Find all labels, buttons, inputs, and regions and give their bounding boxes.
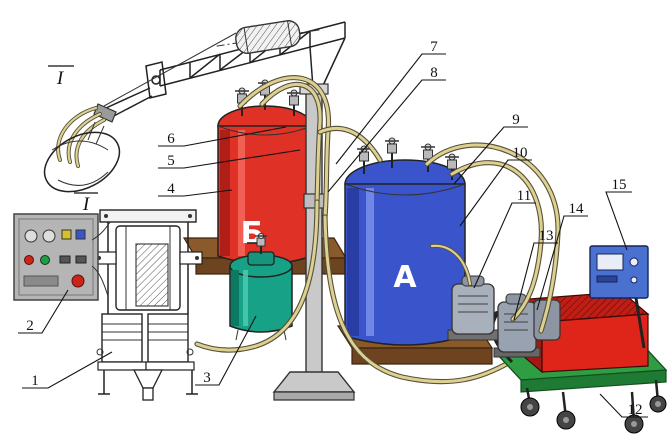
leader-1 — [22, 351, 113, 389]
tank-a-letter: A — [393, 260, 417, 295]
hose-runs-right — [424, 142, 561, 334]
remote-panel-knob-2 — [630, 276, 638, 284]
tank-a-highlight — [366, 188, 374, 336]
platform-right-front — [351, 347, 493, 365]
indicator-blue — [75, 229, 86, 240]
component-tank-b: Б — [217, 79, 313, 265]
part-label-7: 7 — [430, 39, 438, 55]
leader-9 — [453, 126, 528, 185]
remote-panel-slot — [596, 275, 618, 283]
leader-7 — [335, 53, 446, 165]
leader-15 — [605, 191, 632, 251]
boom-truss — [103, 20, 346, 119]
spray-gun — [93, 103, 117, 123]
machine-pump-right — [147, 313, 189, 363]
pump-1-cap — [461, 275, 485, 287]
machine-flange-right — [179, 251, 203, 265]
leader-11 — [473, 202, 536, 289]
part-label-13: 13 — [539, 228, 554, 244]
tank-b-highlight — [238, 130, 245, 256]
button-red — [24, 255, 34, 265]
panel-cables — [91, 221, 111, 297]
part-label-5: 5 — [167, 153, 175, 169]
component-control-panel — [13, 213, 111, 301]
tank-a-shadow — [347, 188, 359, 336]
leader-14 — [536, 215, 588, 311]
part-label-12: 12 — [628, 402, 643, 418]
counterweight-cylinder — [216, 20, 322, 54]
part-label-9: 9 — [512, 112, 520, 128]
tank-b-valve-3 — [287, 89, 301, 116]
pump-units — [447, 275, 561, 358]
hose-clamp — [303, 193, 325, 209]
tank-b-shadow — [220, 130, 230, 256]
component-machine — [93, 209, 203, 401]
part-label-15: 15 — [612, 177, 627, 193]
remote-panel-screen — [596, 253, 624, 271]
panel-pole — [634, 297, 646, 349]
small-tank-highlight — [243, 270, 248, 326]
part-label-8: 8 — [430, 65, 438, 81]
cart-platform-front — [520, 369, 667, 393]
leader-8 — [327, 79, 446, 193]
machine-cone — [132, 369, 164, 389]
machine-nozzle — [142, 387, 154, 401]
part-label-14: 14 — [569, 201, 585, 217]
leader-4 — [158, 189, 233, 197]
cart-box-front — [541, 313, 649, 373]
zone-label-panel: I — [82, 194, 91, 215]
gauge-2 — [42, 229, 56, 243]
emergency-button — [71, 274, 85, 288]
component-tank-a: A — [344, 137, 466, 346]
machine-core — [135, 243, 169, 307]
leader-5 — [158, 149, 301, 169]
component-small-tank — [229, 232, 293, 341]
spray-gun-assembly — [43, 103, 121, 193]
boom-cable — [103, 32, 237, 107]
leader-12 — [599, 393, 648, 418]
part-label-3: 3 — [203, 370, 211, 386]
part-label-6: 6 — [167, 131, 175, 147]
zone-label-spray: I — [56, 68, 65, 89]
spray-bell — [43, 131, 121, 193]
callouts: 1 2 3 4 5 6 7 8 9 10 11 12 13 14 15 I I — [18, 39, 648, 418]
machine-top-frame — [99, 209, 197, 223]
indicator-yellow — [61, 229, 72, 240]
part-label-1: 1 — [31, 373, 39, 389]
toggle-2 — [75, 255, 87, 264]
part-label-2: 2 — [26, 318, 34, 334]
gauge-1 — [24, 229, 38, 243]
part-label-4: 4 — [167, 181, 175, 197]
leader-2 — [18, 289, 69, 334]
pump-1-body — [451, 283, 495, 335]
part-label-10: 10 — [513, 145, 528, 161]
component-remote-panel — [589, 245, 649, 299]
leader-6 — [158, 126, 287, 147]
tank-a-valve-2 — [385, 137, 399, 168]
part-label-11: 11 — [517, 188, 531, 204]
toggle-1 — [59, 255, 71, 264]
label-strip — [23, 275, 59, 287]
button-green — [40, 255, 50, 265]
column-base — [272, 371, 356, 393]
tank-a-valve-4 — [445, 153, 459, 180]
control-panel-face — [18, 218, 94, 296]
small-tank-valve — [247, 232, 267, 254]
small-tank-shadow — [231, 270, 239, 326]
leader-3 — [195, 315, 257, 386]
boom-pivot-bracket — [145, 61, 167, 99]
leader-10 — [459, 159, 532, 227]
hose-runs-main — [194, 75, 513, 385]
column-foot — [273, 391, 355, 401]
leader-13 — [513, 242, 558, 321]
remote-panel-knob-1 — [629, 257, 639, 267]
